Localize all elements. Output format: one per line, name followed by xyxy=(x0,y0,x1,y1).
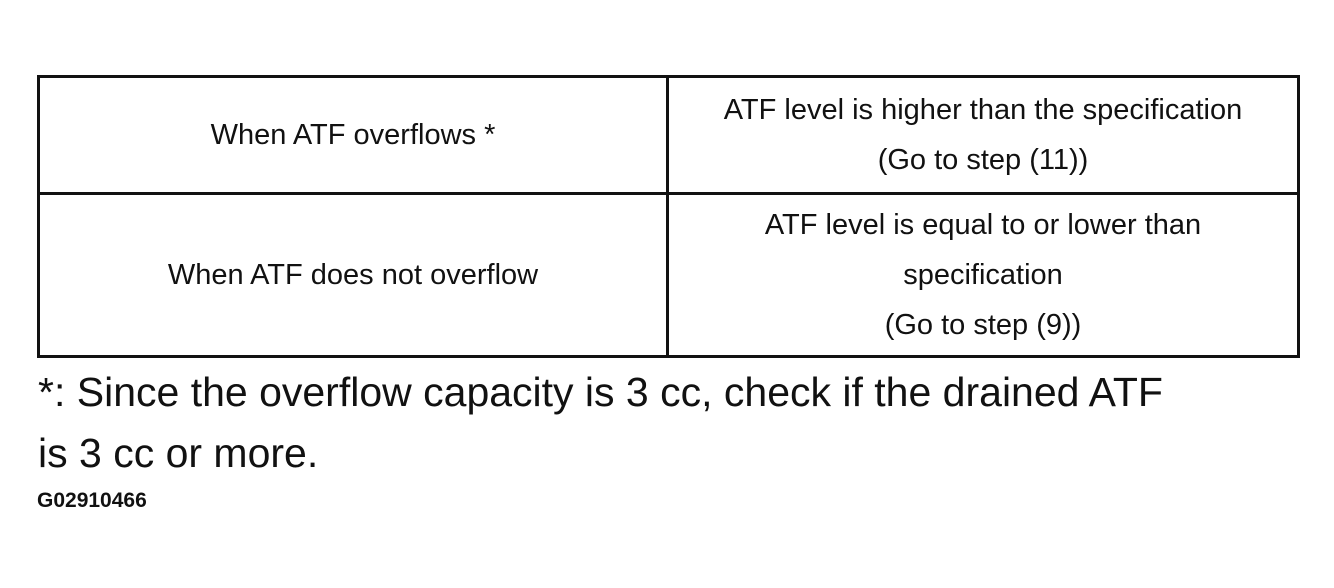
result-line: (Go to step (11)) xyxy=(877,144,1089,176)
footnote-line: is 3 cc or more. xyxy=(38,430,319,476)
result-line: specification xyxy=(903,259,1063,291)
result-cell: ATF level is higher than the specificati… xyxy=(666,75,1300,195)
table-row: When ATF does not overflow ATF level is … xyxy=(37,192,1300,358)
condition-cell: When ATF does not overflow xyxy=(37,192,669,358)
result-line: ATF level is higher than the specificati… xyxy=(723,94,1243,126)
table-row: When ATF overflows * ATF level is higher… xyxy=(37,75,1300,195)
figure-id: G02910466 xyxy=(37,489,147,512)
result-cell: ATF level is equal to or lower than spec… xyxy=(666,192,1300,358)
result-line: (Go to step (9)) xyxy=(884,309,1082,341)
result-line: ATF level is equal to or lower than xyxy=(764,209,1202,241)
footnote-line: *: Since the overflow capacity is 3 cc, … xyxy=(38,369,1163,415)
footnote: *: Since the overflow capacity is 3 cc, … xyxy=(38,362,1318,484)
condition-cell: When ATF overflows * xyxy=(37,75,669,195)
condition-text: When ATF does not overflow xyxy=(167,259,539,291)
condition-text: When ATF overflows * xyxy=(210,119,496,151)
atf-level-table: When ATF overflows * ATF level is higher… xyxy=(37,75,1300,358)
